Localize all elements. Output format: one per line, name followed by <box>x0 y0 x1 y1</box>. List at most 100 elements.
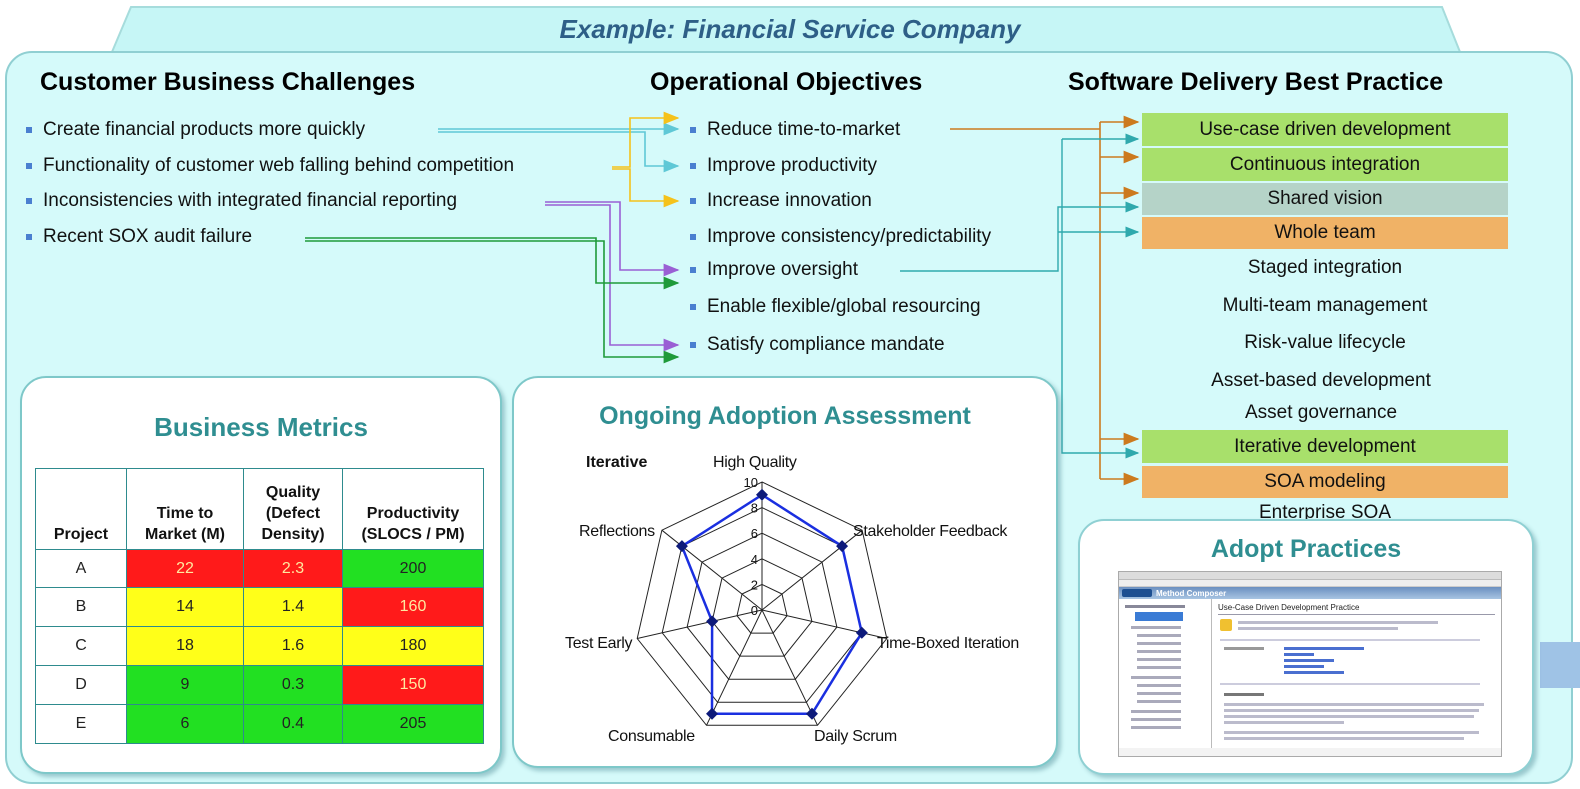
challenges-header: Customer Business Challenges <box>40 68 416 96</box>
text-line <box>1224 731 1479 734</box>
bullet-icon <box>690 127 696 133</box>
tree-line <box>1137 634 1181 637</box>
time-cell: 14 <box>126 587 244 627</box>
tree-line <box>1137 642 1181 645</box>
radar-data-point <box>675 540 688 553</box>
challenge-item: Recent SOX audit failure <box>26 226 252 248</box>
practice-item: Continuous integration <box>1142 148 1508 181</box>
project-cell: E <box>35 704 127 744</box>
radar-grid-ring <box>636 481 888 726</box>
axis-label: Time-Boxed Iteration <box>877 635 1019 652</box>
objective-item: Improve consistency/predictability <box>690 226 991 248</box>
text-line <box>1224 647 1264 650</box>
tree-line <box>1137 658 1181 661</box>
tree-line <box>1131 676 1181 679</box>
practice-item: Multi-team management <box>1222 295 1428 316</box>
column-header: Project <box>35 468 127 550</box>
link-line <box>1284 659 1334 662</box>
objective-item: Reduce time-to-market <box>690 119 900 141</box>
objective-item: Increase innovation <box>690 190 872 212</box>
table-row: A 22 2.3 200 <box>35 549 484 588</box>
tree-line <box>1131 710 1181 713</box>
objective-item: Improve oversight <box>690 259 858 281</box>
table-row: D 9 0.3 150 <box>35 665 484 705</box>
bullet-icon <box>690 342 696 348</box>
radar-data-point <box>836 540 849 553</box>
radar-series-line <box>680 493 864 716</box>
tree-line <box>1131 718 1181 721</box>
practice-item: SOA modeling <box>1142 466 1508 498</box>
text-line <box>1224 715 1474 718</box>
page-title: Example: Financial Service Company <box>559 14 1021 44</box>
text-line <box>1224 709 1479 712</box>
assessment-title: Ongoing Adoption Assessment <box>599 402 971 430</box>
text-line <box>1238 621 1438 624</box>
series-label: Iterative <box>586 454 648 471</box>
time-cell: 18 <box>126 626 244 666</box>
practice-item: Asset governance <box>1244 402 1398 423</box>
divider <box>1220 639 1480 641</box>
radar-data-point <box>706 615 719 628</box>
project-cell: D <box>35 665 127 705</box>
productivity-cell: 200 <box>342 549 484 588</box>
app-banner: Method Composer <box>1119 587 1501 599</box>
radar-data-point <box>756 488 768 501</box>
metrics-table: Project Time to Market (M) Quality (Defe… <box>35 468 484 744</box>
productivity-cell: 180 <box>342 626 484 666</box>
brand-logo <box>1122 589 1152 597</box>
side-tab <box>1540 642 1580 688</box>
practice-item: Shared vision <box>1142 183 1508 215</box>
tree-line <box>1125 605 1185 608</box>
tree-line <box>1137 666 1181 669</box>
axis-label: High Quality <box>713 454 797 471</box>
metrics-title: Business Metrics <box>154 412 368 442</box>
time-cell: 6 <box>126 704 244 744</box>
bullet-icon <box>690 234 696 240</box>
bullet-icon <box>26 127 32 133</box>
bullet-icon <box>26 163 32 169</box>
axis-label: Test Early <box>565 635 633 652</box>
objectives-header: Operational Objectives <box>650 68 923 96</box>
project-cell: C <box>35 626 127 666</box>
quality-cell: 1.6 <box>243 626 343 666</box>
column-header: Time to Market (M) <box>126 468 244 550</box>
bullet-icon <box>690 267 696 273</box>
adopt-title: Adopt Practices <box>1210 535 1402 563</box>
text-line <box>1238 627 1398 630</box>
practice-item: Whole team <box>1142 217 1508 249</box>
axis-label: Reflections <box>579 523 655 540</box>
radar-spoke <box>706 609 763 726</box>
axis-label: Consumable <box>608 728 695 745</box>
practice-item: Iterative development <box>1142 430 1508 463</box>
radar-data-point <box>706 707 719 720</box>
radar-spoke <box>637 609 763 639</box>
window-menubar <box>1119 580 1501 587</box>
tree-pane <box>1119 599 1212 748</box>
radar-data-point <box>805 707 818 720</box>
radar-tick-label: 10 <box>744 475 758 490</box>
adopt-practices-panel: Adopt Practices Method Composer <box>1078 519 1534 775</box>
radar-spoke <box>661 529 763 611</box>
radar-tick-label: 8 <box>751 501 758 516</box>
app-name: Method Composer <box>1156 588 1227 598</box>
axis-label: Daily Scrum <box>814 728 897 745</box>
link-line <box>1284 671 1344 674</box>
time-cell: 22 <box>126 549 244 588</box>
method-composer-screenshot: Method Composer Use-Case D <box>1118 571 1502 757</box>
practice-item: Asset-based development <box>1211 370 1431 391</box>
practice-item: Use-case driven development <box>1142 113 1508 146</box>
radar-data-point <box>855 626 868 639</box>
column-header: Productivity (SLOCS / PM) <box>342 468 484 550</box>
business-metrics-panel: Business Metrics Project Time to Market … <box>20 376 502 774</box>
quality-cell: 1.4 <box>243 587 343 627</box>
practice-item: Staged integration <box>1247 257 1403 278</box>
text-line <box>1224 737 1464 740</box>
window-titlebar <box>1119 572 1501 580</box>
quality-cell: 0.3 <box>243 665 343 705</box>
app-body: Use-Case Driven Development Practice <box>1119 599 1501 748</box>
radar-tick-label: 4 <box>751 552 758 567</box>
tree-line <box>1137 650 1181 653</box>
tree-line <box>1137 684 1181 687</box>
project-cell: A <box>35 549 127 588</box>
